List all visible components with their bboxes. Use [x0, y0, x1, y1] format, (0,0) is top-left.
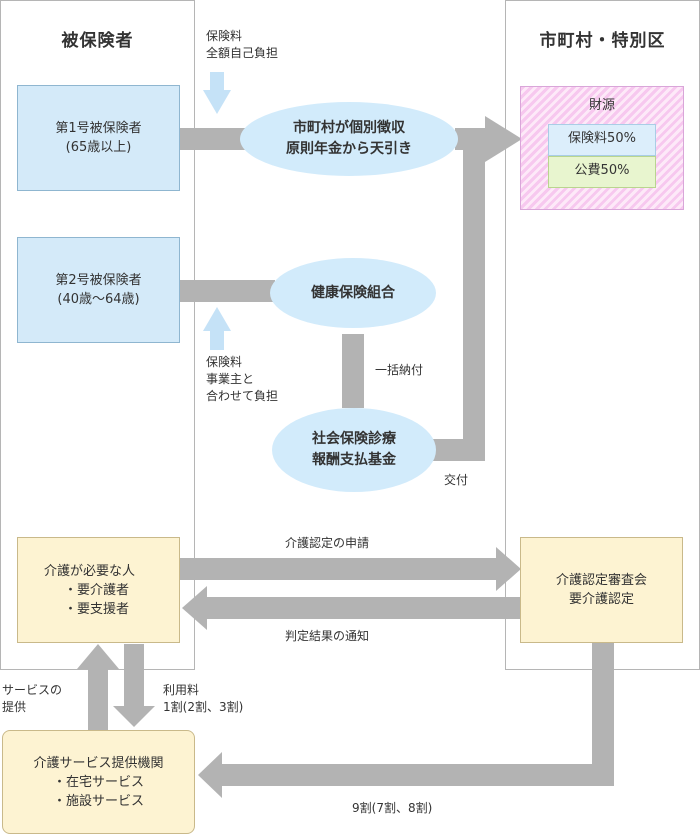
ratio-90-label: 9割(7割、8割)	[352, 801, 433, 815]
payment-arrow-horizontal	[220, 764, 614, 786]
application-arrowhead	[496, 547, 521, 591]
application-label: 介護認定の申請	[285, 536, 370, 550]
service-provider-box: 介護サービス提供機関 ・在宅サービス ・施設サービス	[2, 730, 195, 834]
premium-employer-arrow-shaft	[210, 328, 224, 350]
committee-line-2: 要介護認定	[568, 592, 634, 607]
care-needed-item-1: ・要介護者	[64, 582, 130, 598]
premium-self-arrow-shaft	[210, 72, 224, 92]
payment-arrow-vertical	[592, 643, 614, 775]
premium-employer-label-2: 事業主と	[206, 372, 255, 386]
connector-union-fund	[342, 334, 364, 408]
service-label: サービスの 提供	[2, 682, 62, 716]
financing-title: 財源	[588, 98, 615, 113]
payment-arrowhead	[198, 752, 222, 798]
premium-employer-label-1: 保険料	[206, 355, 243, 369]
application-arrow-shaft	[180, 558, 498, 580]
fee-label: 利用料 1割(2割、3割)	[163, 682, 243, 716]
connector-type2-union	[180, 280, 275, 302]
fee-label-1: 利用料	[163, 683, 200, 697]
type1-insured-box: 第1号被保険者 (65歳以上)	[17, 85, 180, 191]
service-arrow-shaft	[88, 667, 108, 730]
municipality-column-title: 市町村・特別区	[539, 31, 666, 51]
fee-arrow-shaft	[124, 644, 144, 708]
arrow-to-municipality	[485, 116, 522, 162]
notification-label: 判定結果の通知	[285, 629, 370, 643]
fund-line-2: 報酬支払基金	[312, 452, 396, 468]
premium-self-label: 保険料 全額自己負担	[206, 28, 278, 62]
lump-sum-label: 一括納付	[375, 363, 424, 377]
financing-premium: 保険料50%	[548, 124, 656, 156]
municipal-collection-ellipse: 市町村が個別徴収 原則年金から天引き	[240, 102, 458, 176]
premium-employer-arrowhead	[203, 307, 231, 331]
connector-fund-horizontal	[430, 439, 485, 461]
premium-employer-label-3: 合わせて負担	[206, 389, 279, 403]
type2-insured-box: 第2号被保険者 (40歳〜64歳)	[17, 237, 180, 343]
notification-arrowhead	[182, 586, 207, 630]
collection-line-1: 市町村が個別徴収	[293, 120, 405, 136]
premium-self-arrowhead	[203, 90, 231, 114]
service-label-1: サービスの	[2, 683, 63, 697]
care-needed-title: 介護が必要な人	[44, 563, 136, 579]
type1-age: (65歳以上)	[65, 140, 132, 155]
fee-label-2: 1割(2割、3割)	[163, 700, 244, 714]
service-label-2: 提供	[2, 700, 27, 714]
fee-arrowhead	[113, 706, 155, 727]
provider-item-2: ・施設サービス	[52, 793, 144, 809]
care-needed-box: 介護が必要な人 ・要介護者 ・要支援者	[17, 537, 180, 643]
premium-employer-label: 保険料 事業主と 合わせて負担	[206, 354, 278, 405]
care-needed-item-2: ・要支援者	[64, 601, 130, 617]
premium-self-label-1: 保険料	[206, 29, 243, 43]
fund-line-1: 社会保険診療	[312, 431, 396, 447]
type2-age: (40歳〜64歳)	[57, 292, 140, 307]
payment-fund-ellipse: 社会保険診療 報酬支払基金	[272, 408, 436, 492]
insured-column-title: 被保険者	[61, 31, 134, 51]
certification-committee-box: 介護認定審査会 要介護認定	[520, 537, 683, 643]
provider-title: 介護サービス提供機関	[33, 755, 164, 771]
premium-self-label-2: 全額自己負担	[206, 46, 279, 60]
health-union-label: 健康保険組合	[311, 284, 395, 301]
connector-type1-collection	[180, 128, 250, 150]
service-arrowhead	[77, 644, 119, 669]
notification-arrow-shaft	[205, 597, 520, 619]
provider-item-1: ・在宅サービス	[52, 774, 144, 790]
type1-label: 第1号被保険者	[55, 121, 142, 136]
health-union-ellipse: 健康保険組合	[270, 258, 436, 328]
collection-line-2: 原則年金から天引き	[286, 141, 412, 157]
committee-line-1: 介護認定審査会	[555, 573, 647, 588]
grant-label: 交付	[444, 473, 469, 487]
connector-fund-vertical	[463, 139, 485, 461]
type2-label: 第2号被保険者	[55, 273, 142, 288]
financing-public: 公費50%	[548, 156, 656, 188]
